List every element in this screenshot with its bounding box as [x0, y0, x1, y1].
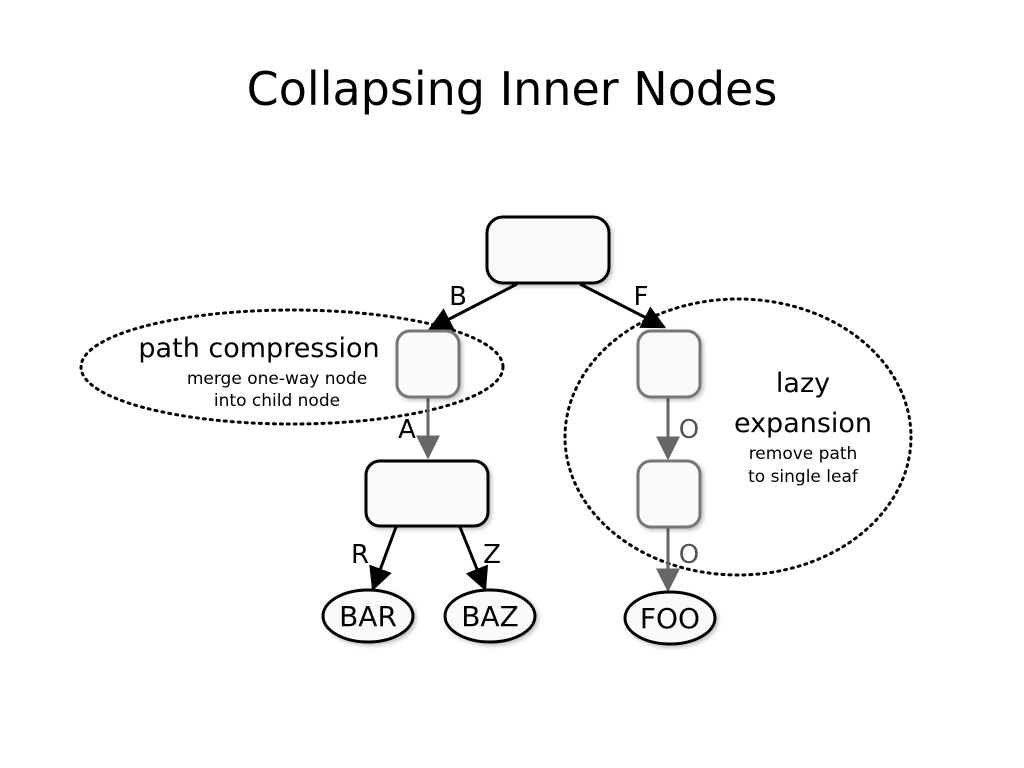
slide-title: Collapsing Inner Nodes: [246, 62, 778, 116]
path-compression-region: [79, 308, 505, 426]
path-compression-line2: into child node: [214, 391, 340, 411]
edge-root-to-b: [427, 282, 518, 331]
child-node: [364, 459, 490, 528]
path-compression-line1: merge one-way node: [187, 369, 367, 389]
path-compression-title: path compression: [138, 333, 379, 364]
edge-label-b: B: [449, 282, 467, 312]
lazy-expansion-line2: to single leaf: [748, 467, 859, 487]
o-node: [636, 459, 702, 529]
root-node: [485, 215, 611, 285]
leaf-baz-node: [443, 588, 537, 644]
leaf-baz-label: BAZ: [461, 600, 519, 633]
edge-label-z: Z: [483, 540, 501, 570]
edge-label-o-lower: O: [679, 540, 699, 570]
lazy-expansion-title-line1: lazy: [776, 368, 830, 399]
lazy-expansion-title-line2: expansion: [734, 408, 872, 439]
leaf-bar-node: [321, 588, 415, 644]
leaf-foo-node: [623, 590, 717, 646]
edge-child-to-baz: [458, 526, 489, 592]
edge-root-to-f: [579, 282, 667, 329]
edge-label-a: A: [398, 415, 416, 445]
f-node: [636, 329, 702, 399]
edge-label-o-upper: O: [679, 415, 699, 445]
edge-label-r: R: [351, 540, 369, 570]
b-node: [395, 329, 461, 399]
leaf-bar-label: BAR: [339, 600, 397, 633]
leaf-foo-label: FOO: [640, 602, 700, 635]
lazy-expansion-line1: remove path: [749, 444, 858, 464]
edge-label-f: F: [634, 282, 649, 312]
lazy-expansion-region: [563, 297, 913, 577]
edge-child-to-bar: [369, 526, 398, 592]
